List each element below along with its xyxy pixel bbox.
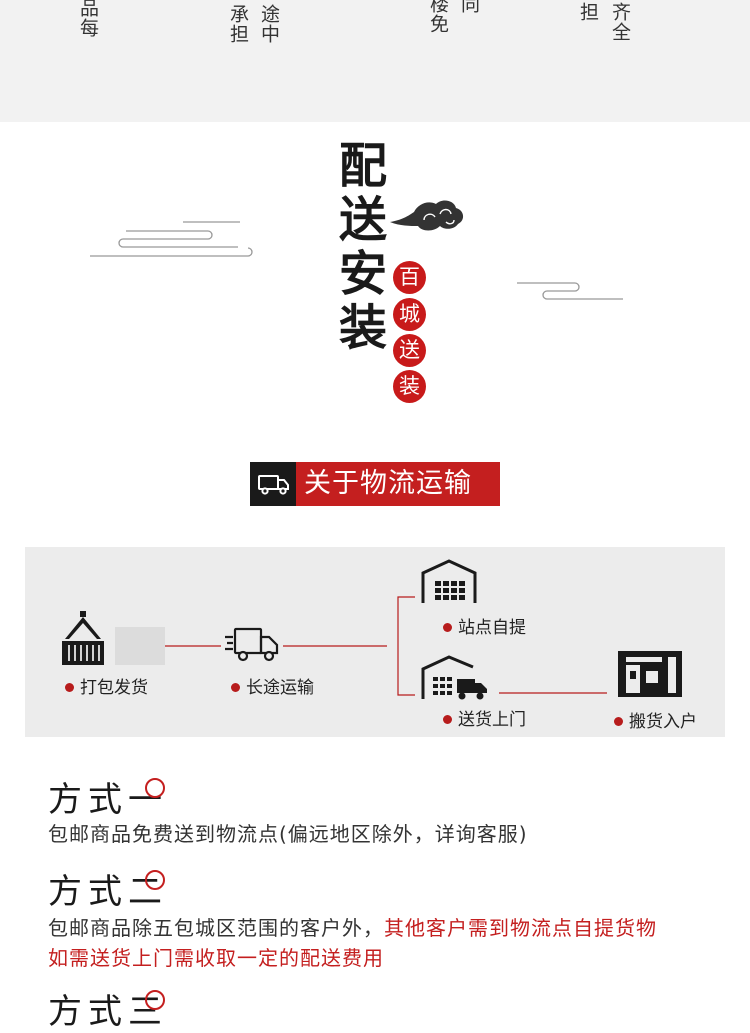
method-two-text-highlight: 其他客户需到物流点自提货物	[384, 916, 657, 940]
red-circle-ornament	[145, 778, 165, 798]
top-column-text: 品每	[77, 0, 99, 38]
bullet-dot	[65, 683, 74, 692]
flow-step-label: 站点自提	[458, 618, 526, 638]
red-seal-char: 百	[393, 261, 426, 294]
banner-icon-box	[250, 462, 296, 506]
red-circle-ornament	[145, 870, 165, 890]
method-two-text-line2: 如需送货上门需收取一定的配送费用	[48, 946, 384, 970]
red-circle-ornament	[145, 990, 165, 1010]
flow-step-pack: 打包发货	[65, 673, 148, 698]
red-seal-char: 城	[393, 298, 426, 331]
top-info-strip: 品每 承担 途中 楼免 同 担 齐全	[0, 0, 750, 122]
top-column-text: 担	[577, 2, 599, 22]
bullet-dot	[231, 683, 240, 692]
method-two-title: 方式二	[48, 872, 168, 912]
flow-step-transit: 长途运输	[231, 673, 314, 698]
logistics-banner: 关于物流运输	[250, 462, 500, 506]
warehouse-truck-icon	[421, 655, 487, 700]
auspicious-cloud-icon	[390, 200, 464, 231]
cloud-lines-left-decoration	[90, 221, 253, 257]
method-two-text-line1: 包邮商品除五包城区范围的客户外，其他客户需到物流点自提货物	[48, 912, 657, 941]
warehouse-icon	[421, 559, 477, 603]
delivery-truck-icon	[258, 475, 289, 495]
cloud-lines-right-decoration	[517, 282, 623, 300]
logistics-flow-panel: 打包发货 长途运输 站点自提	[25, 547, 725, 737]
truck-icon	[225, 627, 279, 662]
top-column-text: 同	[458, 0, 480, 14]
flow-step-label: 打包发货	[80, 678, 148, 698]
flow-connector-lines	[115, 596, 607, 696]
top-column-text: 楼免	[427, 0, 449, 34]
top-column-text: 齐全	[609, 2, 631, 42]
method-one-title: 方式一	[48, 780, 168, 820]
bullet-dot	[443, 623, 452, 632]
section-title: 配送安装	[330, 140, 386, 356]
flow-step-label: 长途运输	[246, 678, 314, 698]
building-icon	[618, 651, 682, 697]
method-two-text-normal: 包邮商品除五包城区范围的客户外，	[48, 916, 384, 940]
flow-step-label: 送货上门	[458, 710, 526, 730]
banner-label: 关于物流运输	[304, 468, 472, 499]
top-column-text: 途中	[258, 4, 280, 44]
bullet-dot	[443, 715, 452, 724]
red-seal-char: 送	[393, 334, 426, 367]
top-column-text: 承担	[227, 4, 249, 44]
method-one-text: 包邮商品免费送到物流点(偏远地区除外，详询客服)	[48, 822, 528, 846]
flow-step-carry-in: 搬货入户	[614, 707, 697, 732]
bullet-dot	[614, 717, 623, 726]
flow-step-label: 搬货入户	[629, 712, 697, 732]
flow-step-door: 送货上门	[443, 705, 526, 730]
red-seal-char: 装	[393, 370, 426, 403]
crane-container-icon	[62, 611, 104, 665]
flow-step-pickup: 站点自提	[443, 613, 526, 638]
